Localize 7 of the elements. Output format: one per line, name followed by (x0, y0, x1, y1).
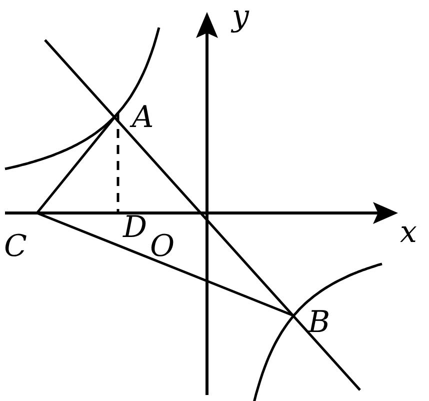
point-label: A (132, 103, 154, 133)
point-label: O (150, 232, 175, 262)
point-label: C (4, 232, 27, 262)
axis-label: y (232, 2, 249, 32)
point-label: D (123, 213, 148, 243)
point-label: B (308, 308, 330, 338)
axis-label: x (400, 218, 417, 248)
